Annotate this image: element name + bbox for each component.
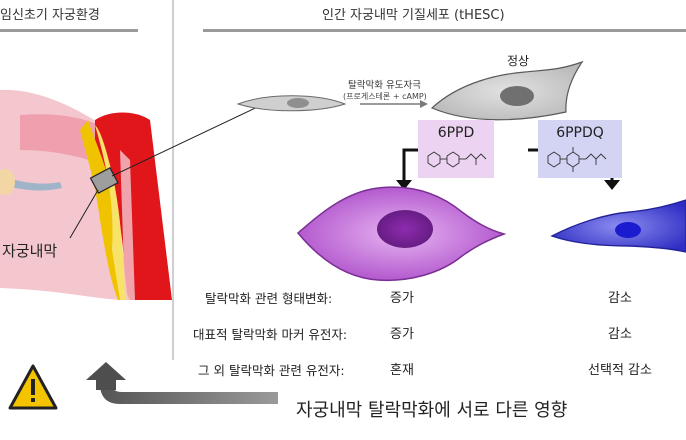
ppd-compound-box xyxy=(418,120,494,178)
row-label-marker-genes: 대표적 탈락막화 마커 유전자: xyxy=(193,327,348,342)
row-value-ppd-other-genes: 혼재 xyxy=(390,363,414,378)
ppd-compound-label: 6PPD xyxy=(437,125,475,141)
uterus-illustration xyxy=(0,89,269,301)
row-value-ppdq-marker-genes: 감소 xyxy=(608,327,632,342)
row-value-ppdq-morphology: 감소 xyxy=(608,291,632,306)
uterus-label: 자궁내막 xyxy=(2,242,58,260)
stromal-cell-6ppd xyxy=(296,186,507,282)
ppdq-structure xyxy=(547,147,607,172)
stimulus-label: 탈락막화 유도자극 xyxy=(348,80,421,91)
right-panel-title: 인간 자궁내막 기질세포 (tHESC) xyxy=(322,8,505,23)
row-value-ppd-marker-genes: 증가 xyxy=(390,327,414,342)
stromal-cell-untreated xyxy=(236,95,347,112)
arrow-head-ppd xyxy=(396,180,412,190)
row-value-ppdq-other-genes: 선택적 감소 xyxy=(588,363,652,378)
ppd-structure xyxy=(427,151,487,168)
stimulus-sublabel: (프로게스테론 + cAMP) xyxy=(343,92,427,101)
normal-label: 정상 xyxy=(507,54,530,68)
right-header-rule xyxy=(203,29,686,32)
curved-arrow-icon xyxy=(86,362,278,404)
ppdq-compound-label: 6PPDQ xyxy=(556,125,604,141)
ppdq-compound-box xyxy=(538,120,622,178)
row-label-other-genes: 그 외 탈락막화 관련 유전자: xyxy=(198,363,345,378)
row-label-morphology: 탈락막화 관련 형태변화: xyxy=(205,291,333,306)
stromal-cell-normal xyxy=(430,60,584,121)
conclusion-text: 자궁내막 탈락막화에 서로 다른 영향 xyxy=(296,400,568,421)
panel-divider xyxy=(172,0,174,360)
left-panel-title: 임신초기 자궁환경 xyxy=(0,8,100,23)
warning-icon xyxy=(8,364,58,410)
row-value-ppd-morphology: 증가 xyxy=(390,291,414,306)
stromal-cell-6ppdq xyxy=(550,199,686,253)
left-header-rule xyxy=(0,29,138,32)
stimulus-arrow xyxy=(360,100,428,108)
arrow-head-ppdq xyxy=(604,180,620,190)
